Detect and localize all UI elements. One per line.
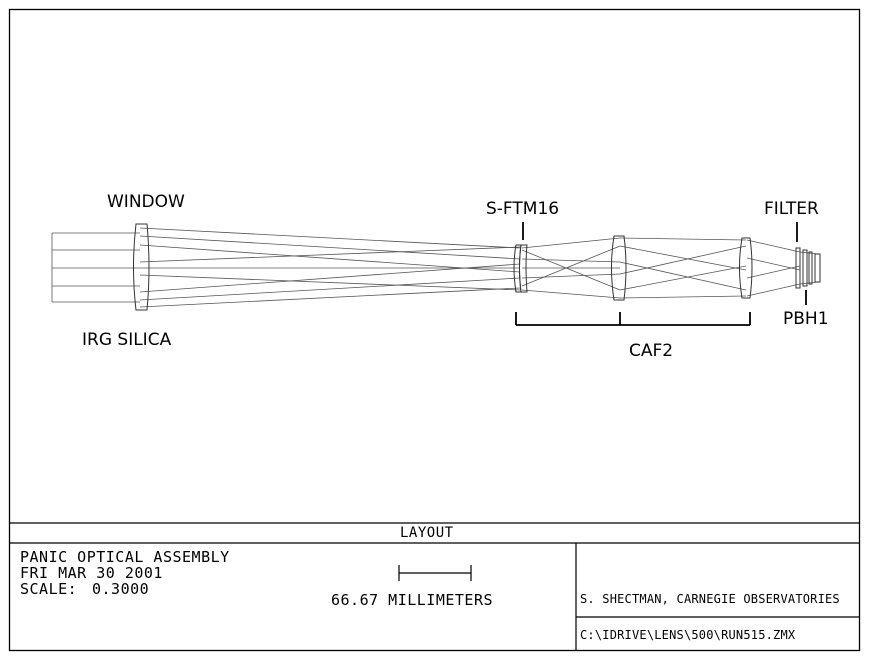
layout-header: LAYOUT <box>400 525 454 541</box>
caf2-lens-1 <box>611 235 627 301</box>
filter-plate-2 <box>802 249 808 287</box>
assembly-title: PANIC OPTICAL ASSEMBLY <box>20 548 230 566</box>
scale-label: SCALE: <box>20 580 78 598</box>
scale-bar-text: 66.67 MILLIMETERS <box>331 591 494 609</box>
label-irg-silica: IRG SILICA <box>82 330 172 350</box>
drawing-frame <box>8 8 861 652</box>
filter-plate-1 <box>795 247 801 289</box>
window-lens <box>133 223 150 311</box>
label-window: WINDOW <box>107 192 185 212</box>
label-caf2: CAF2 <box>629 341 674 361</box>
scale-value: 0.3000 <box>92 580 150 598</box>
title-block-rules <box>9 522 860 651</box>
caf2-lens-2 <box>739 237 753 299</box>
lens-elements <box>133 223 821 311</box>
leader-lines <box>515 222 807 326</box>
label-filter: FILTER <box>764 199 819 219</box>
file-path: C:\IDRIVE\LENS\500\RUN515.ZMX <box>580 628 796 642</box>
label-s-ftm16: S-FTM16 <box>486 199 560 219</box>
ray-bundles <box>51 227 819 308</box>
detector-plane <box>814 253 821 283</box>
author-text: S. SHECTMAN, CARNEGIE OBSERVATORIES <box>580 592 840 606</box>
scale-bar <box>398 565 472 581</box>
label-pbh1: PBH1 <box>783 309 829 329</box>
filter-plate-3 <box>808 251 813 285</box>
drawing-date: FRI MAR 30 2001 <box>20 564 163 582</box>
